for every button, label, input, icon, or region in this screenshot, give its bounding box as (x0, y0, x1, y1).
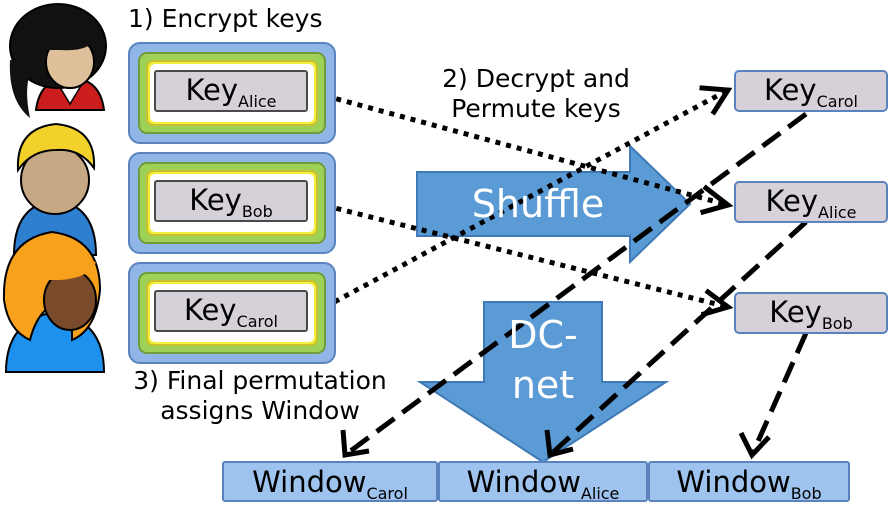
key-prefix: Key (183, 293, 237, 327)
encrypted-key-bob: KeyBob (128, 152, 336, 254)
key-owner: Bob (821, 314, 853, 334)
window-owner: Bob (790, 484, 822, 504)
window-bob: WindowBob (648, 461, 850, 504)
window-owner: Alice (580, 484, 620, 504)
arrowhead-alice (699, 184, 734, 216)
dotted-line-bob (314, 200, 729, 310)
key-box-bob: KeyBob (154, 180, 308, 222)
dcnet-arrow (416, 301, 670, 464)
key-box-alice: KeyAlice (154, 70, 308, 112)
arrowhead-window-carol (340, 429, 370, 458)
window-carol: WindowCarol (222, 461, 438, 504)
shuffle-label: Shuffle (471, 182, 605, 226)
user-orange-hair-blue-shirt-icon (2, 230, 106, 373)
permuted-key-carol: KeyCarol (734, 70, 888, 112)
dcnet-line1: DC- (508, 313, 578, 357)
key-prefix: Key (763, 73, 817, 107)
diagram: 1) Encrypt keys 2) Decrypt and Permute k… (2, 3, 888, 504)
key-owner: Alice (238, 92, 277, 112)
step-decrypt-label: 2) Decrypt and Permute keys (430, 64, 642, 124)
key-owner: Bob (241, 202, 273, 222)
window-prefix: Window (252, 465, 367, 499)
dcnet-label: DC- net (484, 310, 602, 410)
dotted-permute-lines (314, 87, 730, 310)
key-prefix: Key (189, 183, 242, 217)
key-prefix: Key (185, 73, 239, 107)
window-alice: WindowAlice (438, 461, 648, 504)
connector-lines (314, 85, 809, 464)
dashed-assign-lines (343, 111, 809, 458)
step-encrypt-label: 1) Encrypt keys (128, 4, 323, 33)
step-decrypt-line1: 2) Decrypt and (442, 64, 630, 93)
dashed-line-bob (749, 331, 809, 457)
key-owner: Alice (818, 203, 857, 223)
users-illustration (2, 3, 107, 373)
window-owner: Carol (366, 484, 408, 504)
key-owner: Carol (816, 92, 858, 112)
window-prefix: Window (676, 465, 791, 499)
arrowhead-window-bob (738, 431, 771, 460)
permuted-key-bob: KeyBob (734, 292, 888, 334)
key-prefix: Key (765, 184, 819, 218)
dotted-arrowheads (699, 85, 734, 318)
step-final-line2: assigns Window (160, 396, 360, 425)
arrowhead-carol (699, 85, 733, 116)
dcnet-line2: net (511, 363, 575, 407)
arrowhead-window-alice (544, 429, 574, 459)
arrowhead-bob (700, 288, 734, 318)
key-prefix: Key (769, 295, 822, 329)
encrypted-key-carol: KeyCarol (128, 262, 336, 364)
step-final-label: 3) Final permutation assigns Window (124, 366, 396, 426)
dashed-arrowheads (340, 429, 771, 460)
step-decrypt-line2: Permute keys (451, 94, 621, 123)
dashed-line-alice (548, 220, 808, 457)
window-prefix: Window (466, 465, 581, 499)
key-owner: Carol (236, 312, 278, 332)
encrypted-key-alice: KeyAlice (128, 42, 336, 144)
permuted-key-alice: KeyAlice (734, 181, 888, 223)
dotted-line-alice (314, 90, 729, 208)
key-box-carol: KeyCarol (154, 290, 308, 332)
user-black-hair-red-shirt-icon (9, 3, 107, 118)
step-final-line1: 3) Final permutation (133, 366, 387, 395)
